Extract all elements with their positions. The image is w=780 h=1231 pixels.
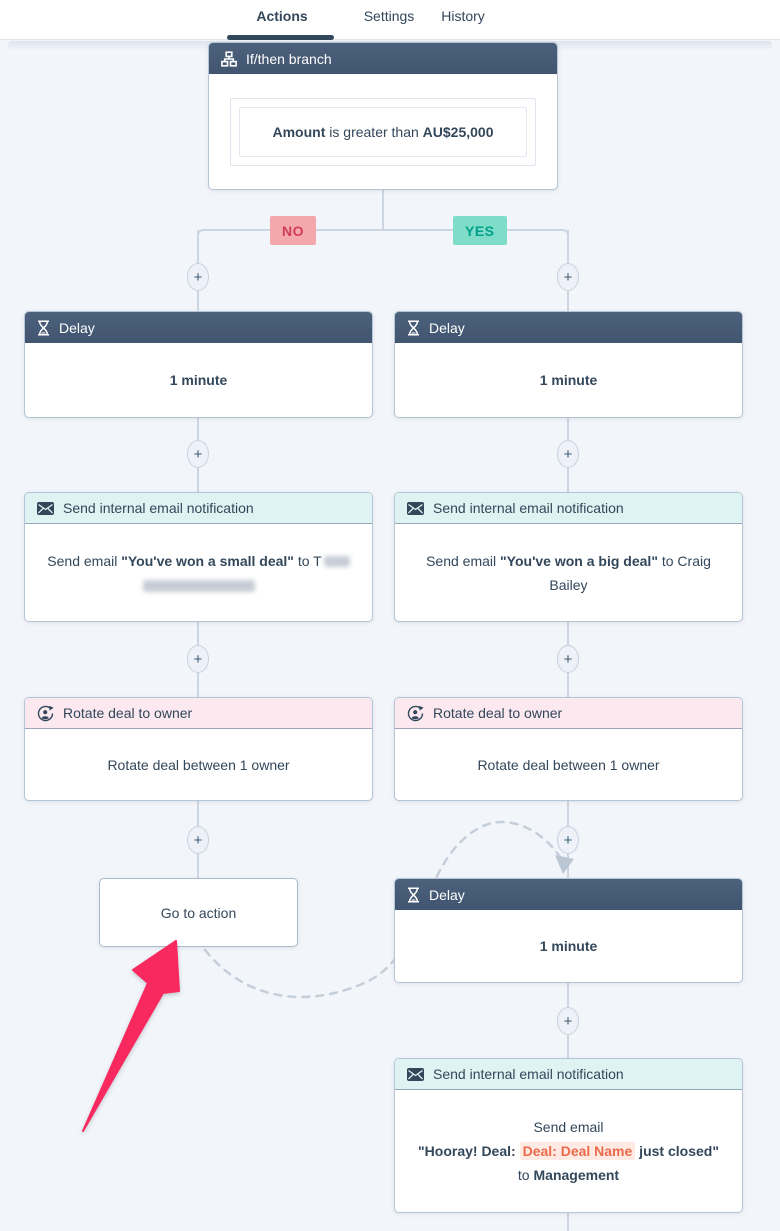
condition-box: Amount is greater than AU$25,000 xyxy=(230,97,536,166)
delay-duration: 1 minute xyxy=(539,372,598,388)
tab-history[interactable]: History xyxy=(441,8,485,24)
send-email-card-left[interactable]: Send internal email notification Send em… xyxy=(24,492,373,622)
send-email-card-right[interactable]: Send internal email notification Send em… xyxy=(394,492,743,622)
branch-label-yes: YES xyxy=(453,216,507,245)
redacted-text xyxy=(142,579,255,592)
hourglass-icon xyxy=(407,319,420,336)
card-title: Send internal email notification xyxy=(433,500,624,516)
go-to-action-card[interactable]: Go to action xyxy=(99,878,298,947)
email-summary-line: "Hooray! Deal: Deal: Deal Name just clos… xyxy=(418,1142,719,1160)
goto-label: Go to action xyxy=(160,904,237,921)
tab-bar: Actions Settings History xyxy=(0,0,780,40)
card-title: Delay xyxy=(429,886,465,903)
add-action-button[interactable]: + xyxy=(187,440,209,468)
card-title: Delay xyxy=(429,319,465,336)
card-title: Delay xyxy=(59,319,95,336)
condition-operator: is greater than xyxy=(325,123,423,140)
add-action-button[interactable]: + xyxy=(187,263,209,291)
email-summary-line: Send email "You've won a small deal" to … xyxy=(47,549,350,573)
email-summary-line xyxy=(142,573,255,597)
email-summary-line: Send email xyxy=(533,1119,604,1135)
rotate-summary: Rotate deal between 1 owner xyxy=(477,756,660,773)
envelope-icon xyxy=(407,1067,424,1081)
envelope-icon xyxy=(407,501,424,515)
email-summary-line: Send email "You've won a big deal" to Cr… xyxy=(426,552,711,569)
condition-value: AU$25,000 xyxy=(422,123,494,140)
add-action-button[interactable]: + xyxy=(557,440,579,468)
if-then-branch-card[interactable]: If/then branch Amount is greater than AU… xyxy=(208,42,558,190)
envelope-icon xyxy=(37,501,54,515)
personalization-token: Deal: Deal Name xyxy=(519,1142,636,1160)
hourglass-icon xyxy=(407,886,420,903)
workflow-canvas[interactable]: NO YES If/then branch Amount is greater … xyxy=(0,40,780,1231)
rotate-owner-icon xyxy=(407,705,424,722)
branch-label-no: NO xyxy=(270,216,316,245)
card-title: Send internal email notification xyxy=(63,500,254,516)
send-email-card-bottom[interactable]: Send internal email notification Send em… xyxy=(394,1058,743,1213)
annotation-layer xyxy=(82,940,180,1132)
add-action-button[interactable]: + xyxy=(187,826,209,854)
annotation-arrow-icon xyxy=(82,940,180,1132)
delay-duration: 1 minute xyxy=(539,938,598,954)
card-title: Rotate deal to owner xyxy=(433,705,563,721)
delay-card-right-2[interactable]: Delay 1 minute xyxy=(394,878,743,983)
sitemap-icon xyxy=(221,50,237,67)
branch-split-line xyxy=(197,229,569,280)
rotate-deal-card-right[interactable]: Rotate deal to owner Rotate deal between… xyxy=(394,697,743,801)
tab-actions[interactable]: Actions xyxy=(256,8,308,24)
card-title: Rotate deal to owner xyxy=(63,705,193,721)
rotate-summary: Rotate deal between 1 owner xyxy=(107,756,290,773)
add-action-button[interactable]: + xyxy=(557,645,579,673)
card-title: Send internal email notification xyxy=(433,1066,624,1082)
add-action-button[interactable]: + xyxy=(187,645,209,673)
card-title: If/then branch xyxy=(246,50,332,67)
active-tab-underline xyxy=(227,35,334,40)
goto-curve-arrowhead-icon xyxy=(555,855,574,874)
email-summary-line: Bailey xyxy=(549,576,588,593)
add-action-button[interactable]: + xyxy=(557,826,579,854)
rotate-owner-icon xyxy=(37,705,54,722)
delay-card-right[interactable]: Delay 1 minute xyxy=(394,311,743,418)
condition-property: Amount xyxy=(272,123,326,140)
redacted-text xyxy=(323,556,350,568)
delay-duration: 1 minute xyxy=(169,372,228,388)
rotate-deal-card-left[interactable]: Rotate deal to owner Rotate deal between… xyxy=(24,697,373,801)
email-summary-line: to Management xyxy=(517,1167,620,1183)
connector-lines xyxy=(197,190,574,1231)
delay-card-left[interactable]: Delay 1 minute xyxy=(24,311,373,418)
add-action-button[interactable]: + xyxy=(557,263,579,291)
add-action-button[interactable]: + xyxy=(557,1007,579,1035)
hourglass-icon xyxy=(37,319,50,336)
tab-settings[interactable]: Settings xyxy=(363,8,415,24)
